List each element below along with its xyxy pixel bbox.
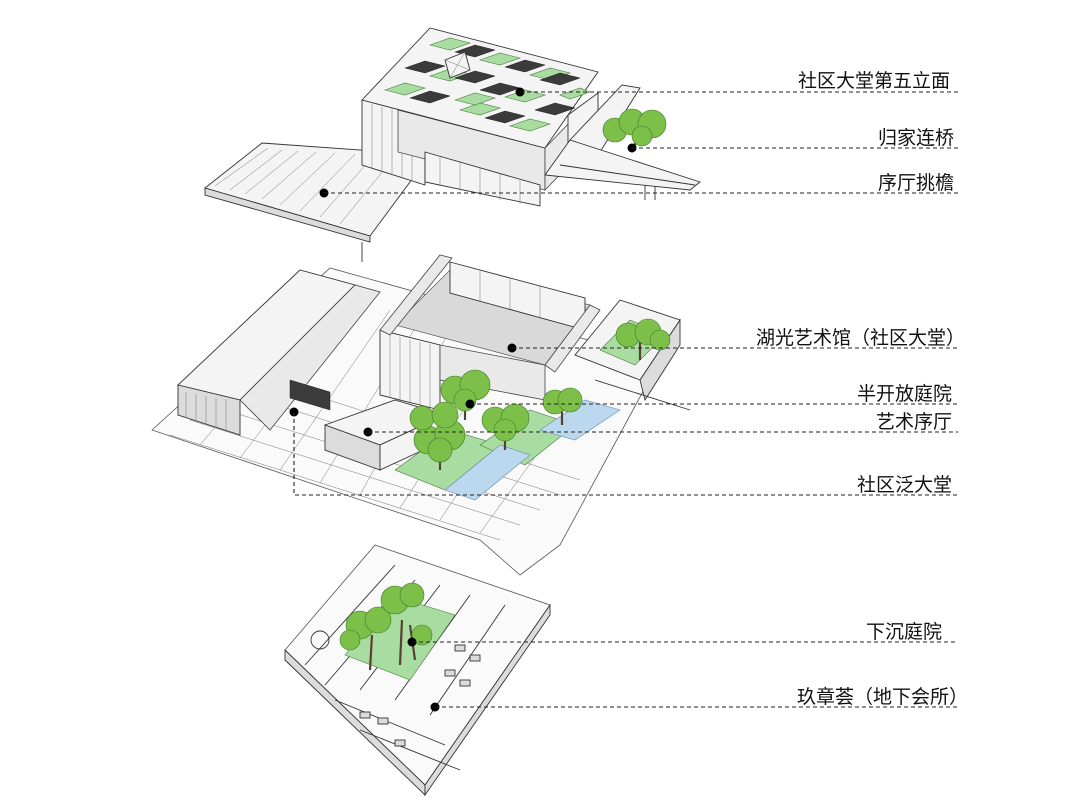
basement-layer xyxy=(284,544,551,797)
label-lobby-fifth-facade: 社区大堂第五立面 xyxy=(798,70,951,92)
label-foyer-canopy: 序厅挑檐 xyxy=(878,172,955,194)
label-art-foyer: 艺术序厅 xyxy=(876,411,953,433)
label-community-lobby: 社区泛大堂 xyxy=(857,474,953,496)
sunken-courtyard xyxy=(339,582,456,681)
leader-lines xyxy=(289,87,958,712)
art-gallery-building xyxy=(379,254,601,411)
courtyard-trees xyxy=(409,318,671,470)
ground-floor-layer xyxy=(151,254,691,576)
label-home-bridge: 归家连桥 xyxy=(878,127,955,149)
label-basement-club: 玖章荟（地下会所） xyxy=(797,686,969,708)
roof-layer xyxy=(204,27,701,262)
bridge-tree xyxy=(602,108,667,150)
home-bridge xyxy=(544,84,701,200)
semi-open-courtyard xyxy=(394,399,621,501)
label-lake-art-gallery: 湖光艺术馆（社区大堂） xyxy=(756,327,966,349)
west-wing xyxy=(177,269,381,436)
label-sunken-courtyard: 下沉庭院 xyxy=(866,621,943,643)
label-semi-open-courtyard: 半开放庭院 xyxy=(857,383,953,405)
